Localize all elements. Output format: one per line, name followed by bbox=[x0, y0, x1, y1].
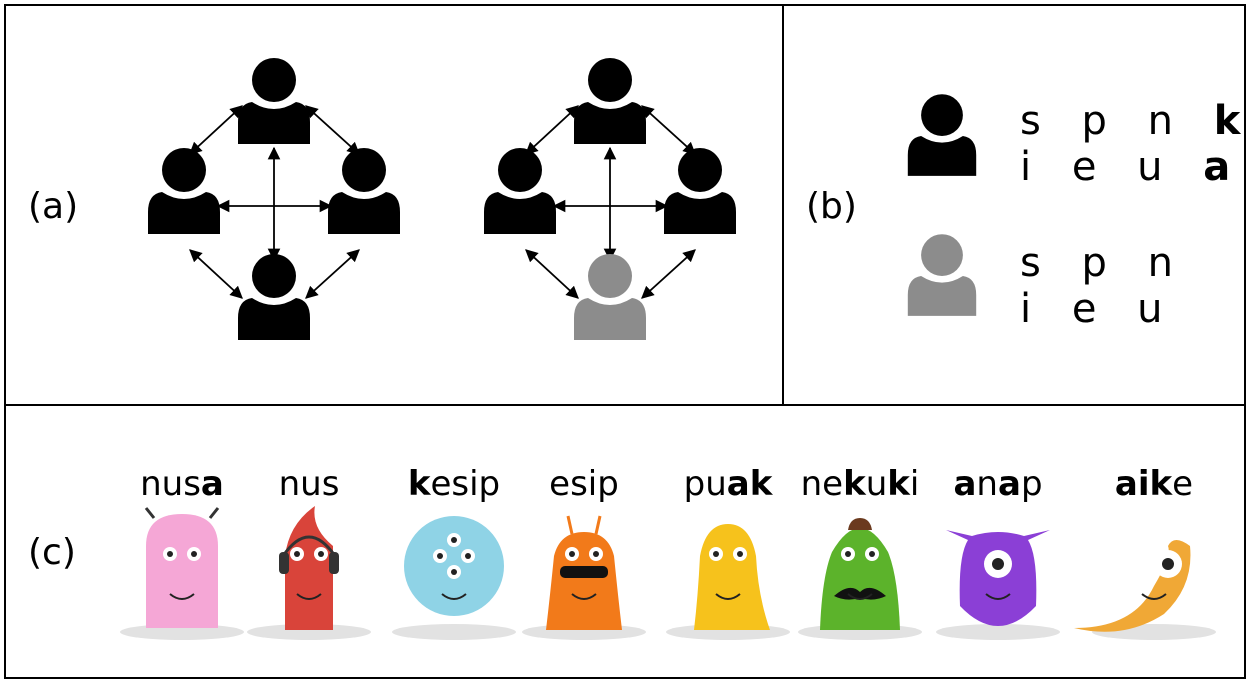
person-icon bbox=[664, 148, 736, 234]
full-inventory-extra-consonant: k bbox=[1213, 98, 1250, 144]
monster-name: nus bbox=[279, 464, 340, 504]
panel-c-label: (c) bbox=[28, 532, 76, 573]
person-icon bbox=[907, 94, 977, 176]
monster-name: puak bbox=[684, 464, 773, 504]
monster-name-bold-part: a bbox=[997, 464, 1021, 504]
monster-icon bbox=[666, 524, 790, 640]
legend-icons bbox=[907, 94, 977, 316]
monster-icon bbox=[120, 507, 244, 640]
monster-name-part: u bbox=[865, 464, 888, 504]
monster-icon bbox=[247, 506, 371, 640]
monster-name-bold-part: a bbox=[953, 464, 977, 504]
monster-name-part: ne bbox=[800, 464, 844, 504]
panel-b: (b) s p n k i e u a s p n i e u bbox=[782, 4, 1246, 406]
monster-name: nekuki bbox=[801, 464, 920, 504]
person-icon-reduced bbox=[907, 234, 977, 316]
monster-name-part: e bbox=[1172, 464, 1194, 504]
monster-name-part: esip bbox=[430, 464, 501, 504]
monster-name-bold-part: k bbox=[843, 464, 866, 504]
person-icon bbox=[484, 148, 556, 234]
full-inventory-line2: i e u bbox=[1020, 144, 1204, 190]
monster-name: esip bbox=[549, 464, 619, 504]
monster-name: kesip bbox=[408, 464, 500, 504]
monster-icon bbox=[522, 515, 646, 640]
full-inventory-extra-vowel: a bbox=[1203, 144, 1245, 190]
monster-name-bold-part: aik bbox=[1114, 464, 1173, 504]
monster-icon bbox=[936, 530, 1060, 640]
monster-name: anap bbox=[953, 464, 1042, 504]
monster-name-part: n bbox=[976, 464, 998, 504]
monster-name-bold-part: ak bbox=[726, 464, 773, 504]
monster-name-part: esip bbox=[549, 464, 619, 504]
reduced-inventory: s p n i e u bbox=[1020, 240, 1187, 332]
panel-a: (a) bbox=[4, 4, 784, 406]
monster-name-bold-part: k bbox=[887, 464, 910, 504]
monster-name-bold-part: a bbox=[200, 464, 224, 504]
reduced-inventory-line1: s p n bbox=[1020, 240, 1188, 286]
person-icon bbox=[328, 148, 400, 234]
monster-name: nusa bbox=[140, 464, 224, 504]
monster-name-bold-part: k bbox=[407, 464, 431, 504]
panel-a-label: (a) bbox=[28, 186, 79, 227]
network-diagrams bbox=[148, 58, 736, 340]
monster-name-part: p bbox=[1020, 464, 1043, 504]
person-icon bbox=[238, 58, 310, 144]
monster-icon bbox=[1074, 540, 1216, 640]
monster-name-part: pu bbox=[683, 464, 727, 504]
person-icon bbox=[238, 254, 310, 340]
monster-name-part: nus bbox=[278, 464, 340, 504]
monster-illustrations bbox=[120, 506, 1216, 640]
full-inventory-line1: s p n bbox=[1020, 98, 1214, 144]
person-icon bbox=[574, 58, 646, 144]
monster-name-part: i bbox=[909, 464, 920, 504]
panel-b-label: (b) bbox=[806, 186, 857, 227]
monster-icon bbox=[798, 518, 922, 640]
person-icon-reduced bbox=[574, 254, 646, 340]
network-right bbox=[484, 58, 736, 340]
full-inventory: s p n k i e u a bbox=[1020, 98, 1250, 190]
monster-icon bbox=[392, 516, 516, 640]
monster-name: aike bbox=[1115, 464, 1193, 504]
person-icon bbox=[148, 148, 220, 234]
monster-name-part: nus bbox=[140, 464, 201, 504]
network-left bbox=[148, 58, 400, 340]
reduced-inventory-line2: i e u bbox=[1020, 286, 1177, 332]
